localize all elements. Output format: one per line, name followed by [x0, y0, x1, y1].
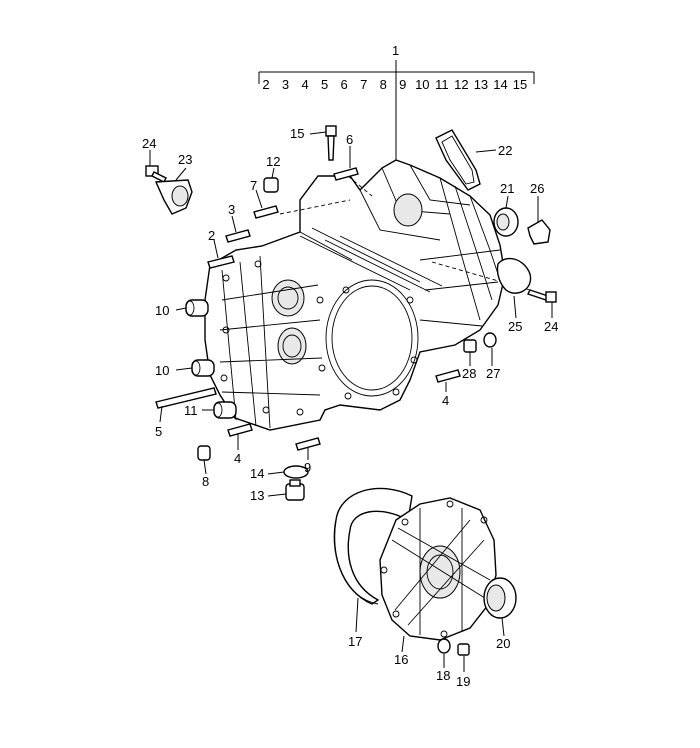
group-item-14: 14: [493, 77, 507, 92]
label-2: 2: [208, 228, 215, 243]
label-12: 12: [266, 154, 280, 169]
part-labels: 15 6 12 7 3 2 24 23 10 10 5 11 4 9 8 14 …: [142, 126, 558, 689]
shaft-seal-20: [483, 577, 517, 619]
label-3: 3: [228, 202, 235, 217]
group-item-4: 4: [301, 77, 308, 92]
label-16: 16: [394, 652, 408, 667]
label-20: 20: [496, 636, 510, 651]
clip-26: [527, 219, 551, 245]
stud-7: [253, 205, 279, 219]
stud-9: [295, 437, 321, 451]
group-item-11: 11: [435, 77, 449, 92]
label-24-upper: 24: [142, 136, 156, 151]
group-item-3: 3: [282, 77, 289, 92]
label-6: 6: [346, 132, 353, 147]
sleeve-10-upper: [185, 299, 209, 317]
group-item-10: 10: [415, 77, 429, 92]
label-7: 7: [250, 178, 257, 193]
label-8: 8: [202, 474, 209, 489]
label-13: 13: [250, 488, 264, 503]
sleeve-11: [213, 401, 237, 419]
fitting-23: [154, 179, 193, 215]
label-21: 21: [500, 181, 514, 196]
group-item-7: 7: [360, 77, 367, 92]
label-1: 1: [392, 43, 399, 58]
label-10-upper: 10: [155, 303, 169, 318]
nut-19: [457, 643, 470, 656]
group-item-8: 8: [380, 77, 387, 92]
label-4-right: 4: [442, 393, 449, 408]
label-11: 11: [184, 403, 198, 418]
seal-21: [493, 207, 519, 237]
label-5: 5: [155, 424, 162, 439]
label-27: 27: [486, 366, 500, 381]
gasket-22: [435, 129, 481, 191]
stud-4-right: [435, 369, 461, 383]
stud-4-left: [227, 423, 253, 437]
label-23: 23: [178, 152, 192, 167]
stud-5: [155, 387, 217, 409]
label-25: 25: [508, 319, 522, 334]
label-14: 14: [250, 466, 264, 481]
plug-13: [285, 479, 305, 501]
group-item-5: 5: [321, 77, 328, 92]
sleeve-10-lower: [191, 359, 215, 377]
label-15: 15: [290, 126, 304, 141]
label-10-lower: 10: [155, 363, 169, 378]
gasket-ring: [333, 487, 413, 605]
label-19: 19: [456, 674, 470, 689]
leader-lines: [149, 131, 553, 672]
label-24-lower: 24: [544, 319, 558, 334]
front-cover: [379, 497, 497, 641]
bolt-24-upper: [145, 165, 167, 183]
label-22: 22: [498, 143, 512, 158]
group-item-6: 6: [341, 77, 348, 92]
group-item-15: 15: [513, 77, 527, 92]
label-9: 9: [304, 460, 311, 475]
group-item-2: 2: [262, 77, 269, 92]
group-item-9: 9: [399, 77, 406, 92]
label-4-left: 4: [234, 451, 241, 466]
stud-6: [333, 167, 359, 181]
screw-15: [325, 125, 337, 161]
group-item-12: 12: [454, 77, 468, 92]
plate-25: [496, 257, 532, 294]
label-26: 26: [530, 181, 544, 196]
stud-2: [207, 255, 235, 269]
sleeve-12: [263, 177, 279, 193]
washer-27: [483, 332, 497, 348]
bolt-24-lower: [527, 289, 557, 303]
label-17: 17: [348, 634, 362, 649]
stud-3: [225, 229, 251, 243]
dowel-8: [197, 445, 211, 461]
nut-28: [463, 339, 477, 353]
washer-18: [437, 638, 451, 654]
label-28: 28: [462, 366, 476, 381]
label-18: 18: [436, 668, 450, 683]
transmission-housing: [204, 159, 531, 431]
group-item-13: 13: [474, 77, 488, 92]
